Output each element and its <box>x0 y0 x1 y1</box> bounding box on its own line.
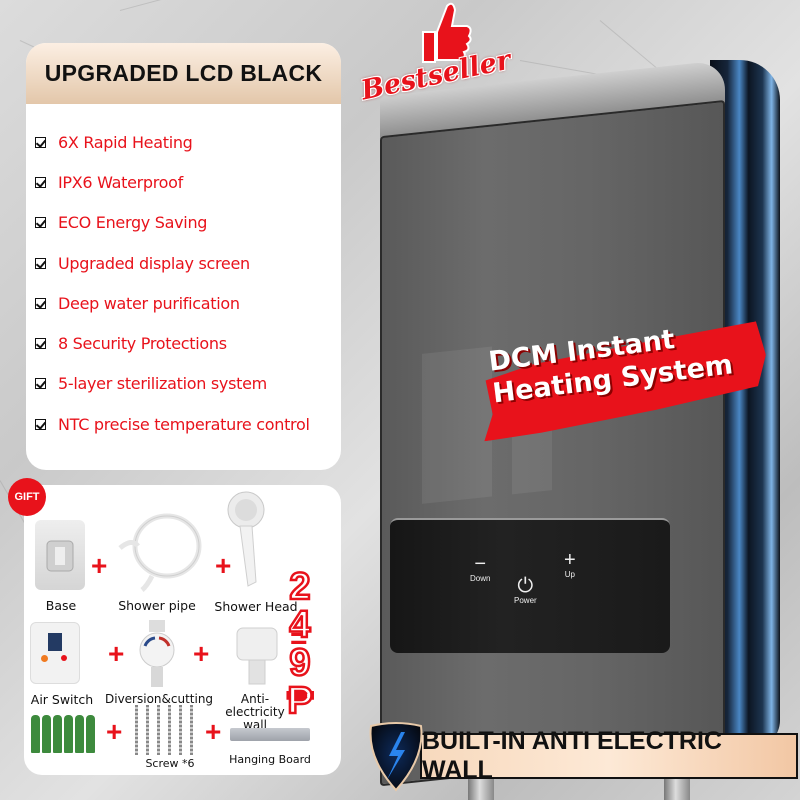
gift-label-air-switch: Air Switch <box>30 692 94 707</box>
checkbox-icon <box>35 217 46 229</box>
checkbox-icon <box>35 257 46 269</box>
shower-head-image <box>227 491 265 587</box>
plus-sign: + <box>193 638 210 669</box>
mount-holder-icon <box>46 540 74 572</box>
feature-item: 8 Security Protections <box>35 323 341 363</box>
feature-card: UPGRADED LCD BLACK 6X Rapid Heating IPX6… <box>26 43 341 470</box>
price-digit: 9 <box>288 642 312 684</box>
bundle-price: 2 4 9 ₱ <box>283 566 317 722</box>
wall-plugs-image <box>31 715 95 753</box>
gift-label-shower-head: Shower Head <box>214 599 298 614</box>
feature-item: 6X Rapid Heating <box>35 122 341 162</box>
gift-label-anti-electricity-wall: Anti-electricity wall <box>225 692 285 732</box>
shower-pipe-image <box>118 513 202 592</box>
plus-sign: + <box>106 716 123 747</box>
up-label: Up <box>564 570 575 579</box>
heater-front-glass <box>380 100 725 787</box>
diversion-valve-image <box>139 620 175 687</box>
feature-card-title: UPGRADED LCD BLACK <box>26 43 341 104</box>
feature-item: IPX6 Waterproof <box>35 162 341 202</box>
air-switch-image <box>30 622 80 684</box>
feature-item: NTC precise temperature control <box>35 404 341 444</box>
price-digit: 4 <box>288 604 312 646</box>
bestseller-badge: Bestseller <box>352 0 522 106</box>
down-button[interactable]: − Down <box>470 554 490 583</box>
plus-icon: + <box>564 549 576 571</box>
anti-electric-wall-banner: BUILT-IN ANTI ELECTRIC WALL <box>420 727 798 784</box>
feature-item: Upgraded display screen <box>35 243 341 283</box>
feature-item: 5-layer sterilization system <box>35 364 341 404</box>
gift-label-diversion-cutting: Diversion&cutting <box>105 692 214 706</box>
price-digit: 2 <box>288 566 312 608</box>
peso-currency-icon: ₱ <box>286 680 314 722</box>
checkbox-icon <box>35 418 46 430</box>
power-button[interactable]: ⏻ Power <box>514 576 537 605</box>
checkbox-icon <box>35 338 46 350</box>
gift-label-base: Base <box>45 598 77 613</box>
feature-item: ECO Energy Saving <box>35 203 341 243</box>
plus-sign: + <box>108 638 125 669</box>
equals-sign: = <box>290 622 308 655</box>
anti-electricity-wall-image <box>236 627 278 685</box>
power-label: Power <box>514 596 537 605</box>
plus-sign: + <box>205 716 222 747</box>
hanging-board-image <box>230 728 310 741</box>
gift-label-hanging-board: Hanging Board <box>229 753 311 766</box>
up-button[interactable]: + Up <box>564 550 576 579</box>
control-panel: − Down ⏻ Power + Up <box>390 518 670 653</box>
checkbox-icon <box>35 297 46 309</box>
down-label: Down <box>470 574 491 583</box>
power-icon: ⏻ <box>517 575 534 597</box>
screws-image <box>135 705 193 755</box>
minus-icon: − <box>474 553 487 575</box>
thumbs-up-icon <box>422 2 472 63</box>
plus-sign: + <box>91 550 108 581</box>
gift-label-screws: Screw *6 <box>145 757 195 770</box>
plus-sign: + <box>215 550 232 581</box>
feature-list: 6X Rapid Heating IPX6 Waterproof ECO Ene… <box>26 104 341 444</box>
checkbox-icon <box>35 378 46 390</box>
gift-label-shower-pipe: Shower pipe <box>118 598 196 613</box>
feature-item: Deep water purification <box>35 283 341 323</box>
checkbox-icon <box>35 136 46 148</box>
lightning-shield-icon <box>369 722 423 792</box>
gift-badge: GIFT <box>8 478 46 516</box>
checkbox-icon <box>35 176 46 188</box>
